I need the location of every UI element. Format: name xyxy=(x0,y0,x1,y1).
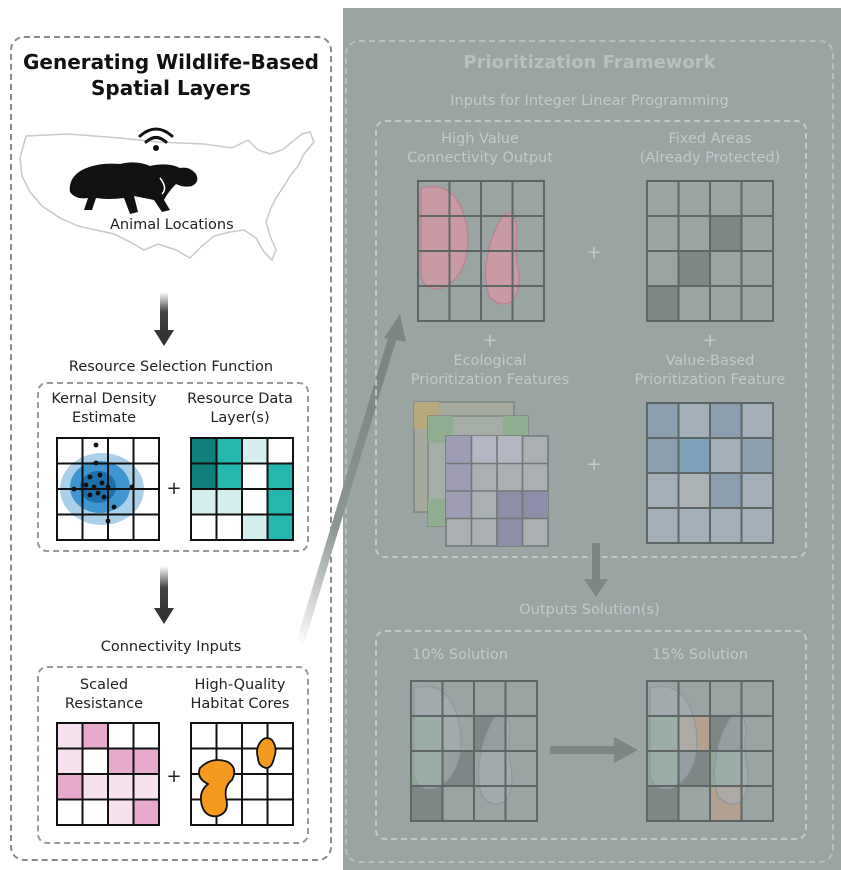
down-arrow-icon xyxy=(584,543,608,597)
high-value-connectivity-grid xyxy=(417,180,545,322)
inputs-box xyxy=(375,120,807,558)
eco-line2: Prioritization Features xyxy=(410,372,570,388)
kde-grid xyxy=(56,437,160,541)
value-based-grid xyxy=(646,402,774,544)
fixed-areas-grid xyxy=(646,180,774,322)
sol10-label: 10% Solution xyxy=(412,647,508,663)
eco-line1: Ecological xyxy=(453,353,527,369)
hv-line2: Connectivity Output xyxy=(407,150,553,166)
rsf-label: Resource Selection Function xyxy=(68,359,274,375)
animal-locations-label: Animal Locations xyxy=(110,217,234,233)
kde-line2: Estimate xyxy=(71,410,137,426)
fixed-line2: (Already Protected) xyxy=(639,150,781,166)
wifi-icon xyxy=(138,127,174,151)
habitat-line1: High-Quality xyxy=(194,677,286,693)
solution-15-grid xyxy=(646,680,774,822)
connectivity-plus: + xyxy=(166,766,182,787)
value-line2: Prioritization Feature xyxy=(634,372,786,388)
down-arrow-icon xyxy=(154,566,174,624)
ecological-features-stack xyxy=(413,401,549,547)
inputs-label: Inputs for Integer Linear Programming xyxy=(450,93,729,109)
outputs-box xyxy=(375,630,807,840)
right-arrow-icon xyxy=(550,737,638,763)
habitat-line2: Habitat Cores xyxy=(190,696,290,712)
prioritization-framework-panel xyxy=(345,40,834,863)
kde-line1: Kernal Density xyxy=(51,391,157,407)
hv-line1: High Value xyxy=(441,131,519,147)
connectivity-label: Connectivity Inputs xyxy=(100,639,242,655)
rsf-box xyxy=(37,382,309,552)
wolverine-icon xyxy=(69,162,198,214)
habitat-cores-grid xyxy=(190,722,294,826)
right-title: Prioritization Framework xyxy=(463,52,716,73)
diagonal-arrow-icon xyxy=(296,314,406,644)
scaled-line1: Scaled xyxy=(79,677,129,693)
connectivity-box xyxy=(37,666,309,844)
solution-10-grid xyxy=(410,680,538,822)
plus-value: + xyxy=(702,330,718,351)
fixed-line1: Fixed Areas xyxy=(668,131,752,147)
wildlife-layers-panel xyxy=(10,36,332,861)
down-arrow-icon xyxy=(154,292,174,346)
left-title-line2: Spatial Layers xyxy=(91,76,251,100)
plus-top: + xyxy=(586,242,602,263)
sol15-label: 15% Solution xyxy=(652,647,748,663)
left-title-line1: Generating Wildlife-Based xyxy=(23,50,319,74)
resource-line1: Resource Data xyxy=(187,391,293,407)
resource-data-grid xyxy=(190,437,294,541)
scaled-line2: Resistance xyxy=(64,696,144,712)
plus-middle: + xyxy=(586,454,602,475)
rsf-plus: + xyxy=(166,478,182,499)
usa-map-outline xyxy=(19,131,315,262)
scaled-resistance-grid xyxy=(56,722,160,826)
resource-line2: Layer(s) xyxy=(210,410,270,426)
plus-eco: + xyxy=(482,330,498,351)
outputs-label: Outputs Solution(s) xyxy=(519,602,660,618)
value-line1: Value-Based xyxy=(665,353,755,369)
